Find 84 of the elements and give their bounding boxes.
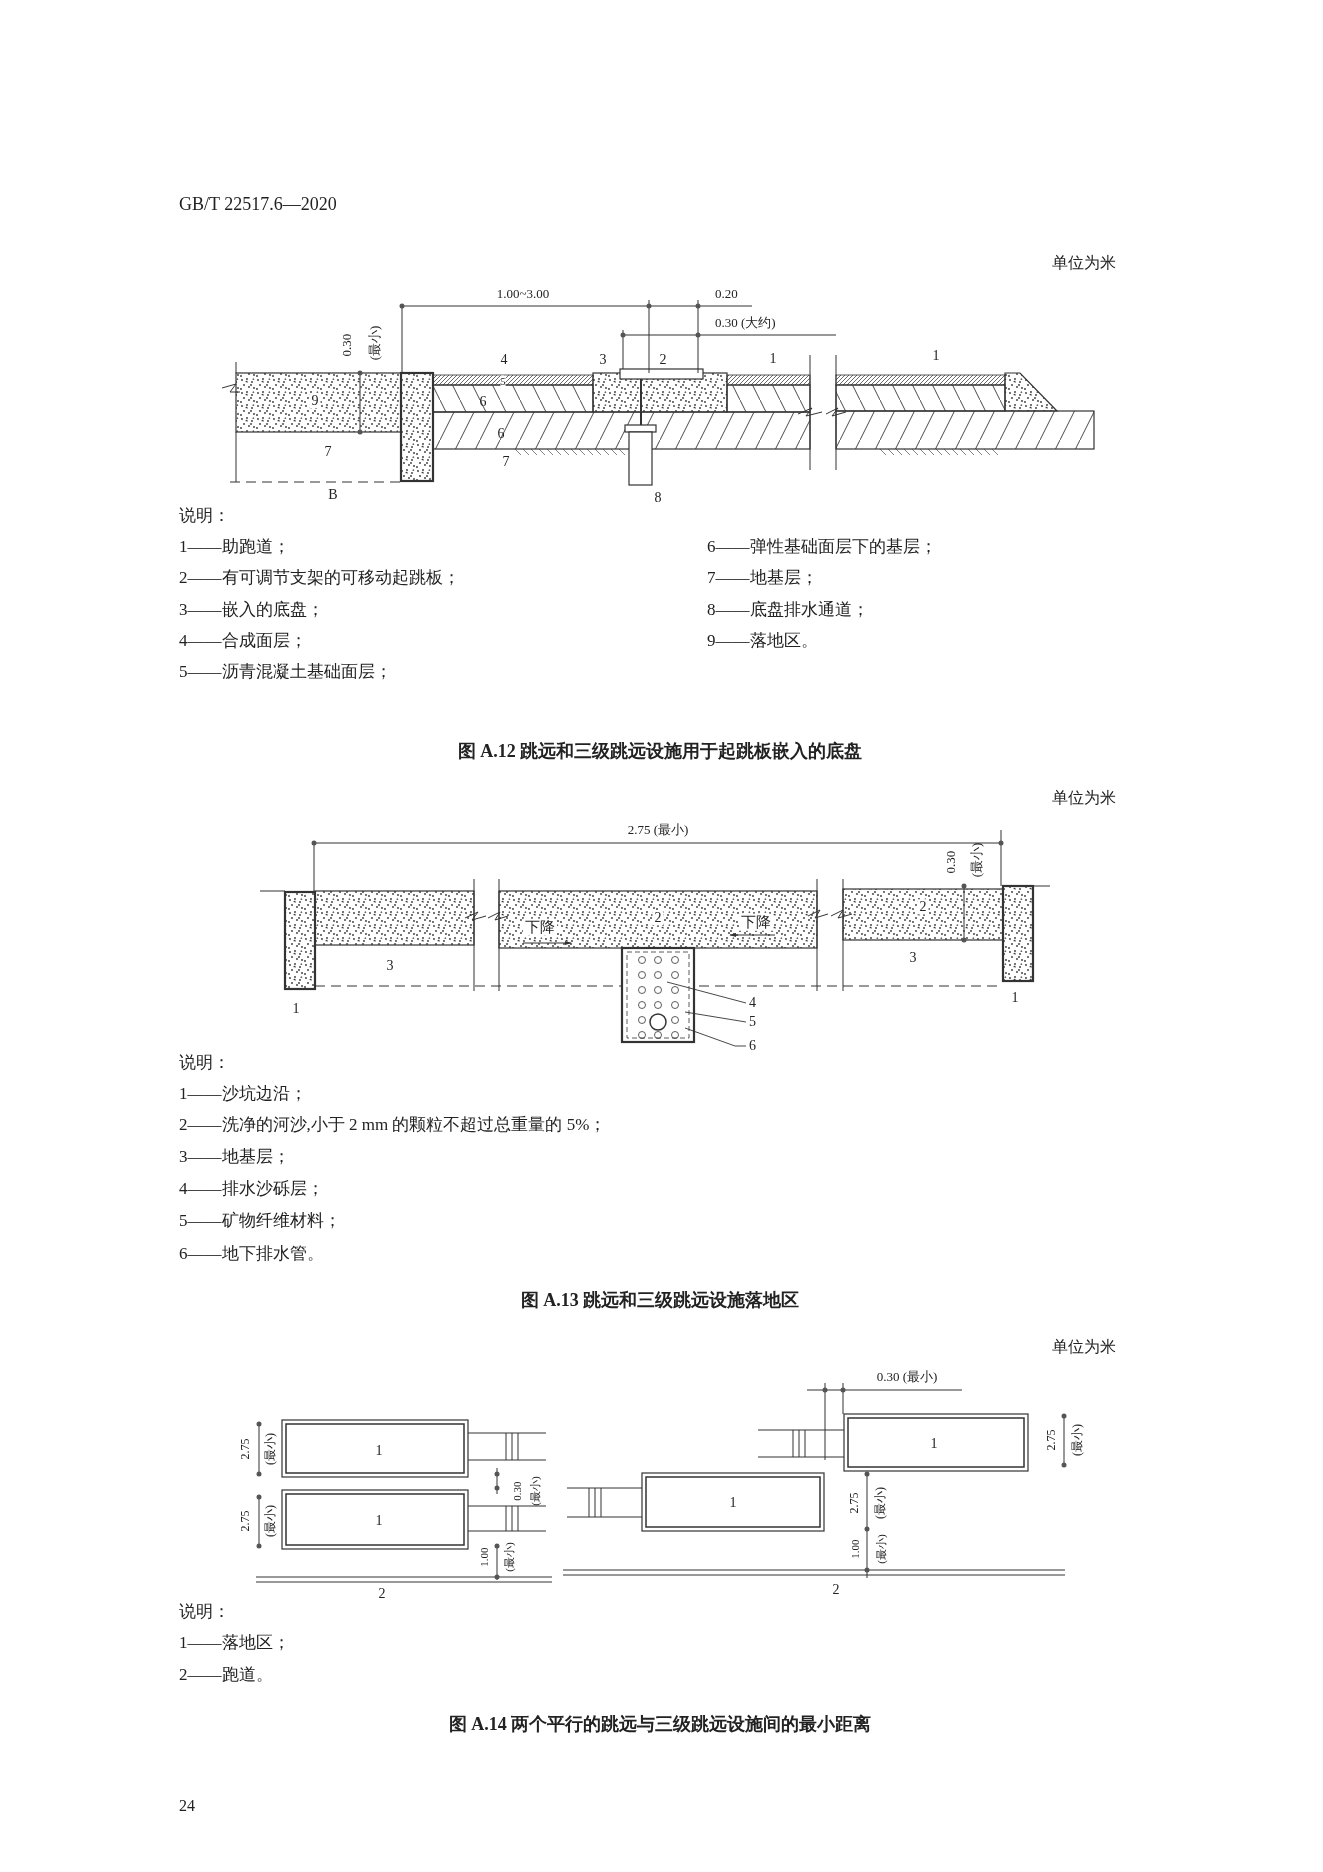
key-item: 4——合成面层； — [179, 631, 307, 651]
callout-number: 9 — [309, 393, 321, 409]
callout-number: 4 — [500, 352, 508, 368]
dimension-label: 2.75 — [239, 1438, 253, 1460]
direction-label: 下降 — [523, 918, 557, 936]
callout-number: 1 — [930, 1436, 938, 1452]
unit-note: 单位为米 — [1052, 789, 1116, 807]
key-heading: 说明： — [179, 1053, 230, 1073]
key-item: 1——助跑道； — [179, 537, 290, 557]
callout-number: 4 — [749, 995, 756, 1011]
page-number: 24 — [179, 1797, 195, 1815]
dimension-label: 0.30 — [510, 1481, 524, 1501]
callout-number: B — [328, 487, 338, 503]
leader-line — [684, 1027, 747, 1047]
dimension-label: 2.75 (最小) — [627, 822, 689, 838]
dimension-label: 0.20 — [715, 286, 738, 302]
callout-number: 5 — [500, 375, 506, 387]
dimension-label: (最小) — [264, 1505, 278, 1537]
key-item: 3——地基层； — [179, 1147, 290, 1167]
callout-number: 6 — [749, 1038, 756, 1054]
dimension-label: 0.30 (最小) — [876, 1369, 938, 1385]
callout-number: 1 — [375, 1513, 383, 1529]
dimension-label: (最小) — [528, 1476, 542, 1506]
dimension-label: (最小) — [1071, 1424, 1085, 1456]
figure-caption: 图 A.13 跳远和三级跳远设施落地区 — [520, 1291, 800, 1311]
dimension-label: (最小) — [874, 1534, 888, 1564]
dimension-label: 2.75 — [239, 1510, 253, 1532]
key-item: 3——嵌入的底盘； — [179, 600, 324, 620]
callout-number: 1 — [769, 351, 777, 367]
key-item: 6——弹性基础面层下的基层； — [707, 537, 937, 557]
dimension-label: 2.75 — [1045, 1429, 1059, 1451]
dimension-label: (最小) — [874, 1487, 888, 1519]
callout-number: 8 — [654, 490, 662, 506]
dimension-label: (最小) — [502, 1542, 516, 1572]
dimension-label: 1.00 — [477, 1547, 491, 1567]
leader-line — [666, 981, 747, 1004]
callout-number: 3 — [599, 352, 607, 368]
callout-number: 3 — [909, 950, 917, 966]
leader-line — [684, 1011, 747, 1023]
callout-number: 1 — [932, 348, 940, 364]
callout-number: 2 — [832, 1582, 840, 1598]
key-item: 1——落地区； — [179, 1633, 290, 1653]
callout-number: 7 — [324, 444, 332, 460]
callout-number: 1 — [1011, 990, 1019, 1006]
key-item: 2——洗净的河沙,小于 2 mm 的颗粒不超过总重量的 5%； — [179, 1115, 607, 1135]
callout-number: 1 — [729, 1495, 737, 1511]
direction-label: 下降 — [739, 913, 773, 931]
callout-number: 3 — [386, 958, 394, 974]
key-item: 4——排水沙砾层； — [179, 1179, 324, 1199]
callout-number: 6 — [497, 426, 505, 442]
callout-number: 1 — [292, 1001, 300, 1017]
dimension-label: 1.00~3.00 — [496, 286, 550, 302]
dimension-label: 0.30 — [339, 333, 355, 357]
key-item: 1——沙坑边沿； — [179, 1084, 307, 1104]
key-item: 6——地下排水管。 — [179, 1244, 324, 1264]
dimension-label: (最小) — [264, 1433, 278, 1465]
callout-number: 2 — [652, 910, 664, 926]
key-item: 8——底盘排水通道； — [707, 600, 869, 620]
dimension-label: 0.30 (大约) — [715, 315, 776, 331]
key-item: 5——矿物纤维材料； — [179, 1211, 341, 1231]
callout-number: 2 — [378, 1586, 386, 1602]
key-item: 7——地基层； — [707, 568, 818, 588]
key-heading: 说明： — [179, 506, 230, 526]
key-item: 2——跑道。 — [179, 1665, 273, 1685]
figure-caption: 图 A.12 跳远和三级跳远设施用于起跳板嵌入的底盘 — [457, 742, 863, 762]
callout-number: 7 — [502, 454, 510, 470]
dimension-label: 0.30 — [943, 850, 959, 874]
callout-number: 1 — [375, 1443, 383, 1459]
key-item: 5——沥青混凝土基础面层； — [179, 662, 392, 682]
key-item: 9——落地区。 — [707, 631, 818, 651]
key-item: 2——有可调节支架的可移动起跳板； — [179, 568, 460, 588]
dimension-label: 1.00 — [848, 1539, 862, 1559]
dimension-label: (最小) — [367, 325, 383, 361]
key-heading: 说明： — [179, 1602, 230, 1622]
dimension-label: 2.75 — [848, 1492, 862, 1514]
unit-note: 单位为米 — [1052, 1338, 1116, 1356]
unit-note: 单位为米 — [1052, 254, 1116, 272]
dimension-label: (最小) — [969, 842, 985, 878]
figure-caption: 图 A.14 两个平行的跳远与三级跳远设施间的最小距离 — [448, 1715, 872, 1735]
callout-number: 6 — [479, 394, 487, 410]
callout-number: 5 — [749, 1014, 756, 1030]
callout-number: 2 — [659, 352, 667, 368]
callout-number: 2 — [917, 899, 929, 915]
standard-number: GB/T 22517.6—2020 — [179, 195, 337, 215]
